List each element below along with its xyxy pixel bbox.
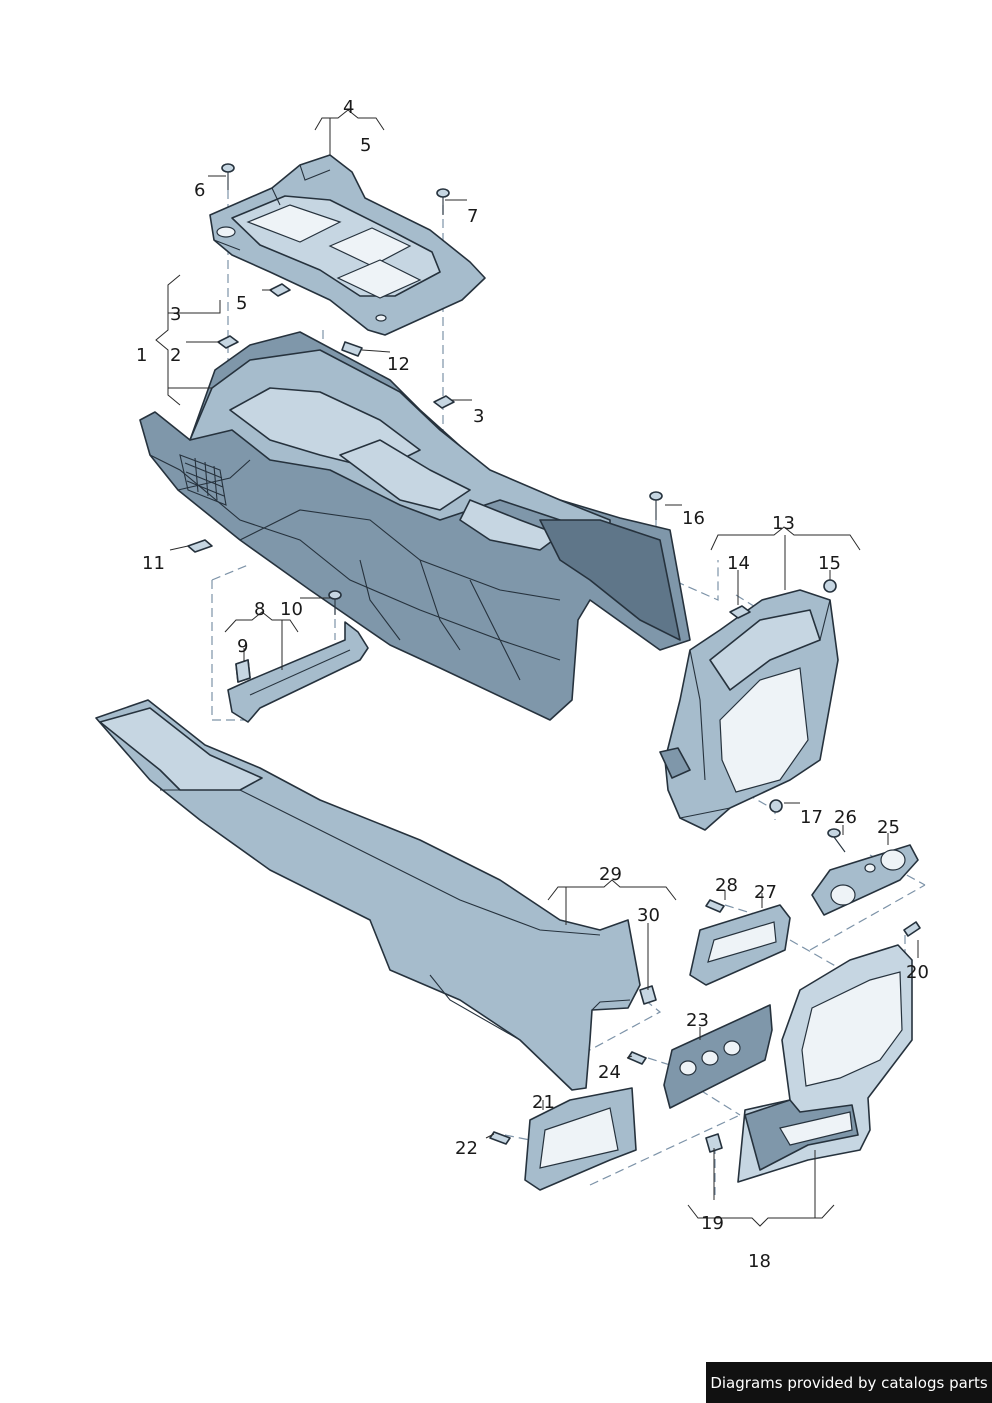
- bolt-24: [627, 1051, 647, 1065]
- rear-bezel-frame: [737, 944, 913, 1183]
- nut-parts: [217, 283, 837, 813]
- callout-26: 26: [834, 807, 857, 828]
- screw-7: [436, 188, 450, 215]
- callout-22: 22: [455, 1138, 478, 1159]
- callout-5: 5: [360, 135, 371, 156]
- side-trim-panel: [95, 699, 641, 1091]
- part-27-tray-insert: [689, 904, 791, 986]
- bolt-12: [341, 341, 363, 357]
- main-console-frame: [139, 331, 691, 721]
- callout-12: 12: [387, 354, 410, 375]
- callout-14: 14: [727, 553, 750, 574]
- vent-grille: [179, 454, 227, 506]
- screw-26: [827, 828, 846, 853]
- callout-18: 18: [748, 1251, 771, 1272]
- callout-30: 30: [637, 905, 660, 926]
- callout-15: 15: [818, 553, 841, 574]
- callout-21: 21: [532, 1092, 555, 1113]
- callout-10: 10: [280, 599, 303, 620]
- screw-parts: [187, 163, 921, 1145]
- callout-17: 17: [800, 807, 823, 828]
- bolt-28: [705, 899, 725, 913]
- callout-6: 6: [194, 180, 205, 201]
- callout-7: 7: [467, 206, 478, 227]
- callout-5: 5: [236, 293, 247, 314]
- leader-lines: [155, 109, 919, 1227]
- callout-9: 9: [237, 636, 248, 657]
- upper-mounting-bracket: [209, 154, 486, 336]
- screw-6: [221, 163, 235, 190]
- part-19-clip: [705, 1133, 723, 1153]
- front-support-frame: [659, 589, 839, 831]
- callout-16: 16: [682, 508, 705, 529]
- callout-11: 11: [142, 553, 165, 574]
- callout-28: 28: [715, 875, 738, 896]
- callout-labels: 1 2 3 3 4 5 5 6 7 8 9 10 11 12 13 14 15 …: [136, 97, 929, 1272]
- callout-25: 25: [877, 817, 900, 838]
- callout-29: 29: [599, 864, 622, 885]
- callout-4: 4: [343, 97, 354, 118]
- part-23-button-unit: [663, 1004, 773, 1109]
- part-25-switch-panel: [811, 844, 919, 916]
- callout-23: 23: [686, 1010, 709, 1031]
- callout-8: 8: [254, 599, 265, 620]
- callout-13: 13: [772, 513, 795, 534]
- callout-2: 2: [170, 345, 181, 366]
- part-9-clip: [235, 659, 251, 683]
- callout-19: 19: [701, 1213, 724, 1234]
- callout-1: 1: [136, 345, 147, 366]
- bolt-20: [903, 921, 921, 937]
- screw-16: [649, 491, 663, 520]
- credit-banner: Diagrams provided by catalogs parts: [706, 1362, 992, 1403]
- callout-3: 3: [170, 304, 181, 325]
- bolt-22: [489, 1131, 511, 1145]
- callout-27: 27: [754, 882, 777, 903]
- screw-10: [328, 590, 342, 615]
- callout-3: 3: [473, 406, 484, 427]
- callout-20: 20: [906, 962, 929, 983]
- part-21-storage-tray: [524, 1087, 637, 1191]
- callout-24: 24: [598, 1062, 621, 1083]
- bolt-11: [187, 539, 213, 553]
